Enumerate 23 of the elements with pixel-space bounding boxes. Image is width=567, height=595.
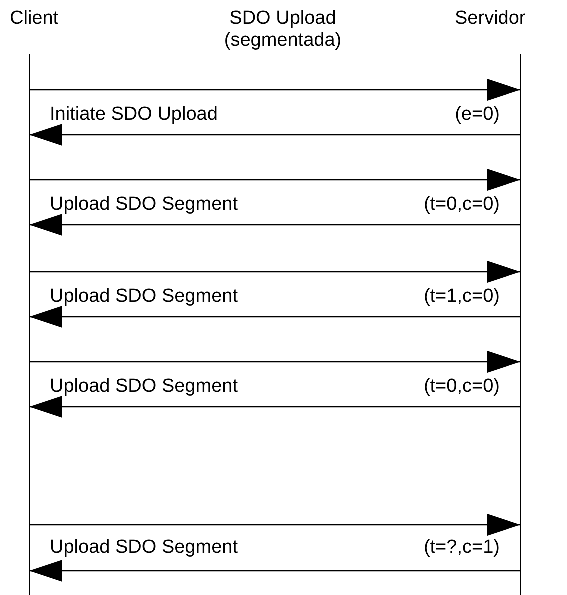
message-label: Upload SDO Segment bbox=[50, 286, 238, 308]
message-label: Upload SDO Segment bbox=[50, 194, 238, 216]
participant-label: Servidor bbox=[455, 8, 526, 30]
message-arrow bbox=[30, 351, 520, 373]
message-label: Initiate SDO Upload bbox=[50, 104, 218, 126]
message-arrow bbox=[30, 169, 520, 191]
message-arrow bbox=[30, 560, 520, 582]
message-arrow bbox=[30, 124, 520, 146]
diagram-heading: SDO Upload (segmentada) bbox=[223, 8, 343, 52]
participant-label: Client bbox=[10, 8, 59, 30]
message-label: Upload SDO Segment bbox=[50, 537, 238, 559]
message-arrow bbox=[30, 514, 520, 536]
parameter-label: (t=1,c=0) bbox=[424, 286, 500, 308]
parameter-label: (e=0) bbox=[455, 104, 500, 126]
parameter-label: (t=0,c=0) bbox=[424, 194, 500, 216]
message-arrow bbox=[30, 306, 520, 328]
parameter-label: (t=?,c=1) bbox=[424, 537, 500, 559]
parameter-label: (t=0,c=0) bbox=[424, 376, 500, 398]
message-arrow bbox=[30, 261, 520, 283]
message-arrow bbox=[30, 79, 520, 101]
message-arrow bbox=[30, 214, 520, 236]
message-label: Upload SDO Segment bbox=[50, 376, 238, 398]
message-arrow bbox=[30, 396, 520, 418]
